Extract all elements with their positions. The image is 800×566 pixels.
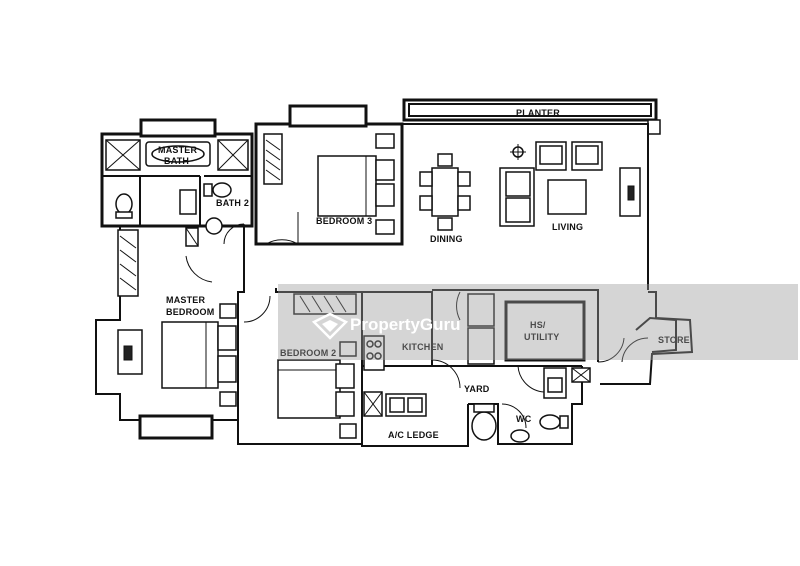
label-yard: YARD [464,384,490,394]
label-living: LIVING [552,222,583,232]
watermark: PropertyGuru [278,284,798,360]
label-wc: WC [516,414,532,424]
label-store: STORE [658,335,690,345]
interior-walls [102,124,582,444]
bedroom2-furniture [277,293,357,439]
label-dining: DINING [430,234,463,244]
label-master-bedroom-1: MASTER [166,295,205,305]
propertyguru-logo-icon [311,312,349,340]
master-bath-fixtures [105,139,249,219]
label-bath2: BATH 2 [216,198,249,208]
bath2-fixtures [185,182,245,247]
watermark-band [278,284,798,360]
label-master-bath-2: BATH [164,156,189,166]
dining-set [419,153,471,231]
living-set [499,141,641,227]
master-bedroom-furniture [117,229,271,407]
label-bedroom3: BEDROOM 3 [316,216,372,226]
bedroom3-furniture [263,133,395,245]
room-labels: PLANTER MASTER BATH BATH 2 BEDROOM 3 DIN… [158,108,690,440]
label-planter: PLANTER [516,108,560,118]
utility-store-wc-fixtures [471,300,649,443]
label-ac-ledge: A/C LEDGE [388,430,439,440]
label-master-bath-1: MASTER [158,145,197,155]
label-master-bedroom-2: BEDROOM [166,307,214,317]
label-bedroom2: BEDROOM 2 [280,348,336,358]
watermark-text: PropertyGuru [350,315,461,334]
label-kitchen: KITCHEN [402,342,443,352]
label-hs-utility-2: UTILITY [524,332,559,342]
kitchen-fixtures [363,291,495,417]
label-hs-utility-1: HS/ [530,320,546,330]
planter [402,98,661,135]
